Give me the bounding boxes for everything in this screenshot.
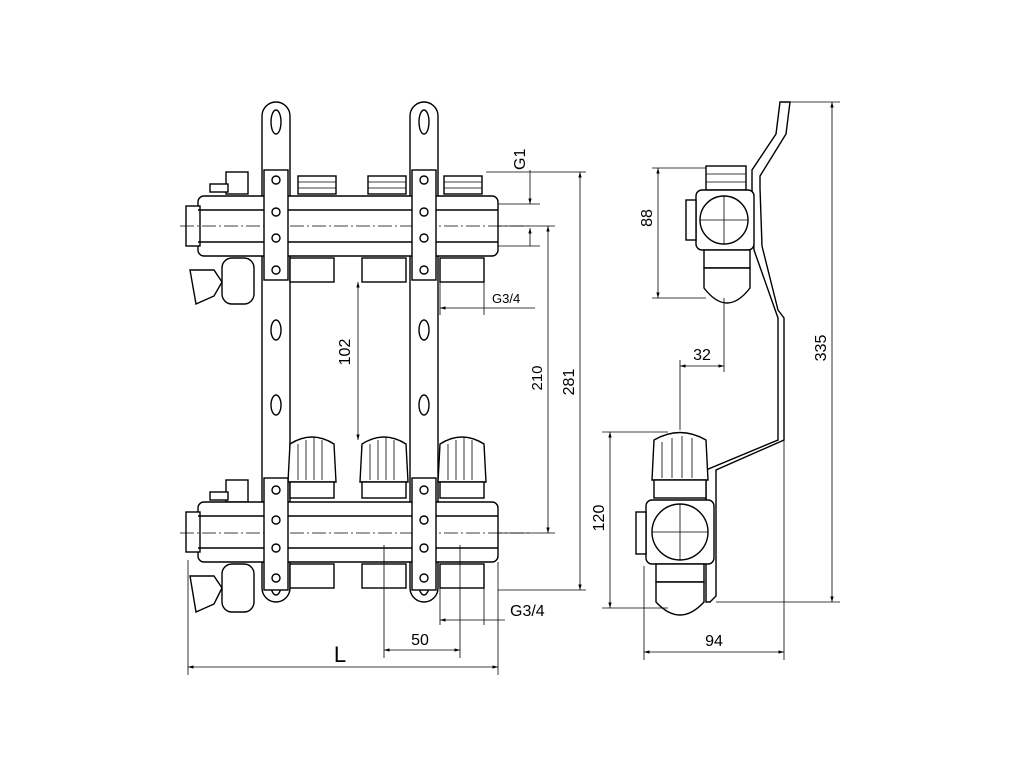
dimension-bracket-height: 335 <box>716 101 840 603</box>
dimension-total-depth: 94 <box>643 440 785 660</box>
total-height-label: 281 <box>561 369 578 396</box>
dimension-bottom-bar: 120 <box>591 431 668 609</box>
bottom-bar-label: 120 <box>591 505 608 532</box>
dimension-valve-offset: 102 <box>337 282 360 440</box>
dimension-depth-offset: 32 <box>679 298 725 430</box>
bracket-height-label: 335 <box>813 335 830 362</box>
dimension-thread-bottom: G3/4 <box>439 588 545 625</box>
front-view: L 50 G3/4 G3/4 G1 <box>180 101 586 675</box>
top-manifold <box>180 171 530 306</box>
dimension-axis-distance: 210 <box>498 225 555 534</box>
length-label: L <box>334 642 346 667</box>
axis-distance-label: 210 <box>529 365 546 390</box>
dimension-thread-top: G3/4 <box>439 282 535 315</box>
depth-offset-label: 32 <box>693 347 711 364</box>
top-bar-label: 88 <box>639 209 656 227</box>
total-depth-label: 94 <box>705 633 723 650</box>
side-bottom-manifold <box>635 431 715 616</box>
spacing-label: 50 <box>411 632 429 649</box>
dimension-spacing: 50 <box>383 545 461 658</box>
valve-offset-label: 102 <box>337 339 354 366</box>
dimension-top-bar: 88 <box>639 167 706 299</box>
dimension-inlet: G1 <box>498 149 540 247</box>
dimension-length: L <box>187 560 499 675</box>
thread-bottom-label: G3/4 <box>510 603 545 620</box>
bottom-manifold <box>180 436 530 614</box>
inlet-label: G1 <box>512 149 529 170</box>
thread-top-label: G3/4 <box>492 291 520 306</box>
side-view: 88 32 120 335 94 <box>591 101 840 660</box>
side-top-manifold <box>685 165 755 304</box>
dimension-total-height: 281 <box>486 171 586 591</box>
